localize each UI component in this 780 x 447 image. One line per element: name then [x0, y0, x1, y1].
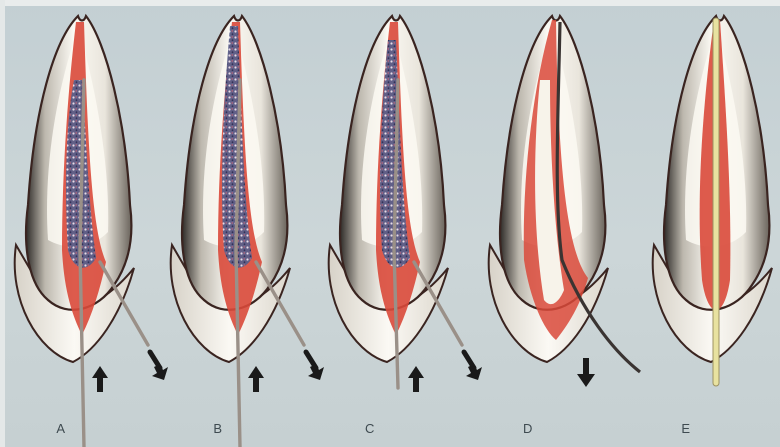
arrow-diagonal-icon [308, 364, 324, 380]
panel-label-d: D [518, 421, 538, 436]
tooth-panel-e [653, 16, 772, 386]
tooth-panel-a [15, 16, 168, 447]
arrow-up-icon [92, 366, 108, 392]
panel-label-b: B [208, 421, 228, 436]
panel-label-c: C [360, 421, 380, 436]
gutta-percha-point [713, 18, 719, 386]
arrow-up-icon [408, 366, 424, 392]
panel-label-a: A [51, 421, 71, 436]
tooth-panel-c [329, 16, 482, 392]
tooth-panel-b [171, 16, 324, 447]
arrow-up-icon [248, 366, 264, 392]
panel-label-e: E [676, 421, 696, 436]
tooth-panel-d [489, 16, 640, 387]
arrow-diagonal-icon [466, 364, 482, 380]
arrow-diagonal-icon [152, 364, 168, 380]
arrow-down-icon [577, 358, 595, 387]
